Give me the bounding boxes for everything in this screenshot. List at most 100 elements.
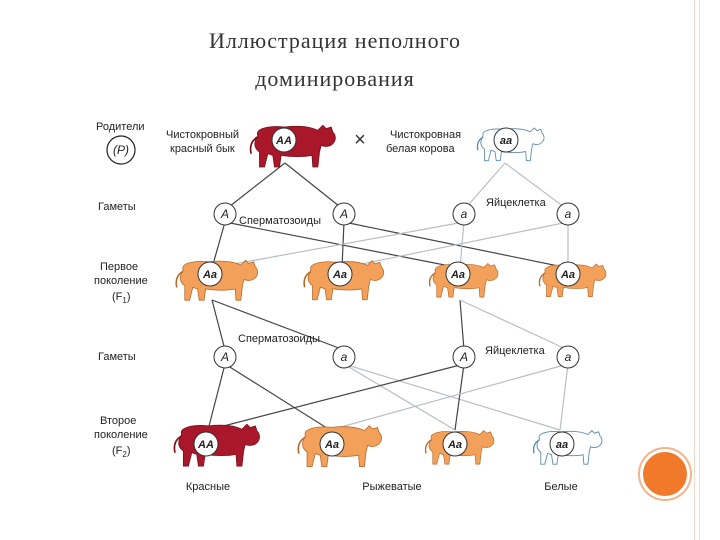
egg-label-2: Яйцеклетка: [485, 345, 546, 357]
gamete-circle: [213, 202, 237, 226]
f1-genotype: Aa: [332, 269, 347, 281]
gamete-allele: a: [565, 350, 572, 364]
row-label-gametes-1: Гаметы: [98, 201, 136, 213]
accent-circle: [640, 449, 690, 499]
genotype-circle: [197, 261, 223, 287]
row-label-text: Первое: [100, 261, 138, 273]
row-label-generation-symbol: (F1): [112, 291, 131, 305]
gamete-circle: [556, 202, 580, 226]
genotype-circle: [193, 431, 219, 457]
f2-offspring-white: aa: [532, 429, 603, 465]
connector-line: [454, 363, 465, 431]
row-label-text: Второе: [100, 415, 136, 427]
gamete-allele: A: [339, 207, 348, 221]
sperm-label-2: Сперматозоиды: [238, 333, 320, 345]
gamete-circle: [452, 202, 476, 226]
row-label-generation-symbol: (F2): [112, 445, 131, 459]
f2-genotype: AA: [197, 439, 214, 451]
egg-label-1: Яйцеклетка: [486, 197, 547, 209]
gamete-circle: [332, 345, 356, 369]
gamete-allele: a: [565, 207, 572, 221]
f1-genotype: Aa: [450, 269, 465, 281]
connector-line: [207, 363, 465, 431]
connector-line: [329, 363, 569, 431]
cow-description-line-1: Чистокровная: [390, 129, 461, 141]
f1-offspring-3: Aa: [428, 261, 499, 298]
connector-line: [211, 299, 226, 351]
connector-line: [463, 162, 506, 211]
gamete-circle: [556, 345, 580, 369]
row-label-gametes-2: Гаметы: [98, 351, 136, 363]
parents-badge-text: (P): [113, 143, 129, 157]
connector-line: [341, 221, 569, 269]
phenotype-label-roan: Рыжеватые: [362, 481, 421, 493]
cow-description-line-2: белая корова: [386, 143, 455, 155]
genotype-circle: [442, 431, 468, 457]
connector-line: [559, 363, 569, 431]
gametes-row-2: A a A a Сперматозоиды Яйцеклетка: [213, 333, 580, 369]
cow-genotype: aa: [500, 135, 512, 147]
row-label-text: Родители: [96, 121, 145, 133]
gamete-circle: [332, 202, 356, 226]
row-label-text: поколение: [94, 275, 148, 287]
gamete-circle: [213, 345, 237, 369]
f1-offspring-4: Aa: [538, 261, 607, 298]
bull-description-line-2: красный бык: [170, 143, 235, 155]
f1-offspring-1: Aa: [175, 259, 259, 302]
f1-genotype: Aa: [560, 269, 575, 281]
bull-description-line-1: Чистокровный: [166, 129, 239, 141]
gamete-allele: a: [341, 350, 348, 364]
phenotype-label-red: Красные: [186, 481, 230, 493]
connector-line: [224, 363, 331, 431]
genotype-circle: [493, 127, 519, 153]
genotype-circle: [445, 261, 471, 287]
f2-offspring-red: AA: [173, 423, 261, 467]
frame-line-right: [699, 0, 700, 540]
genotype-circle: [271, 127, 297, 153]
row-label-f1: Первое поколение (F1): [94, 261, 148, 305]
genotype-circle: [555, 261, 581, 287]
f2-genotype: Aa: [324, 439, 339, 451]
connector-line: [459, 299, 465, 351]
frame-line-left: [694, 0, 695, 540]
parents-badge: [106, 135, 136, 165]
connectors-gametes-to-f2: [207, 363, 569, 431]
phenotype-label-white: Белые: [544, 481, 577, 493]
connectors-p-to-gametes: [224, 162, 569, 211]
genotype-circle: [319, 431, 345, 457]
f1-genotype: Aa: [202, 269, 217, 281]
parent-cow-white: aa: [476, 127, 545, 162]
parent-bull-red: AA: [249, 124, 337, 168]
gamete-allele: a: [461, 207, 468, 221]
row-label-text: поколение: [94, 429, 148, 441]
row-label-f2: Второе поколение (F2): [94, 415, 148, 459]
connector-line: [343, 363, 561, 431]
bull-genotype: AA: [275, 135, 292, 147]
connector-line: [207, 363, 226, 431]
gamete-allele: A: [220, 350, 229, 364]
connector-line: [211, 221, 226, 269]
f2-genotype: Aa: [447, 439, 462, 451]
connector-line: [459, 221, 465, 269]
f2-genotype: aa: [556, 439, 568, 451]
gamete-allele: A: [220, 207, 229, 221]
connector-line: [211, 299, 345, 351]
connectors-f1-to-gametes: [211, 299, 569, 351]
gamete-circle: [452, 345, 476, 369]
connector-line: [284, 162, 345, 211]
connector-line: [224, 162, 286, 211]
row-label-parents: Родители (P): [96, 121, 145, 165]
f2-offspring-orange-2: Aa: [424, 429, 495, 465]
connector-line: [211, 221, 465, 269]
connector-line: [459, 299, 569, 351]
genotype-circle: [327, 261, 353, 287]
genotype-circle: [549, 431, 575, 457]
f2-offspring-orange-1: Aa: [297, 424, 383, 468]
sperm-label-1: Сперматозоиды: [239, 215, 321, 227]
connector-line: [343, 363, 456, 431]
cross-symbol: ×: [354, 129, 366, 151]
f1-offspring-2: Aa: [303, 259, 385, 301]
connectors-gametes-to-f1: [211, 221, 569, 269]
slide-title-line-2: доминирования: [255, 66, 415, 91]
